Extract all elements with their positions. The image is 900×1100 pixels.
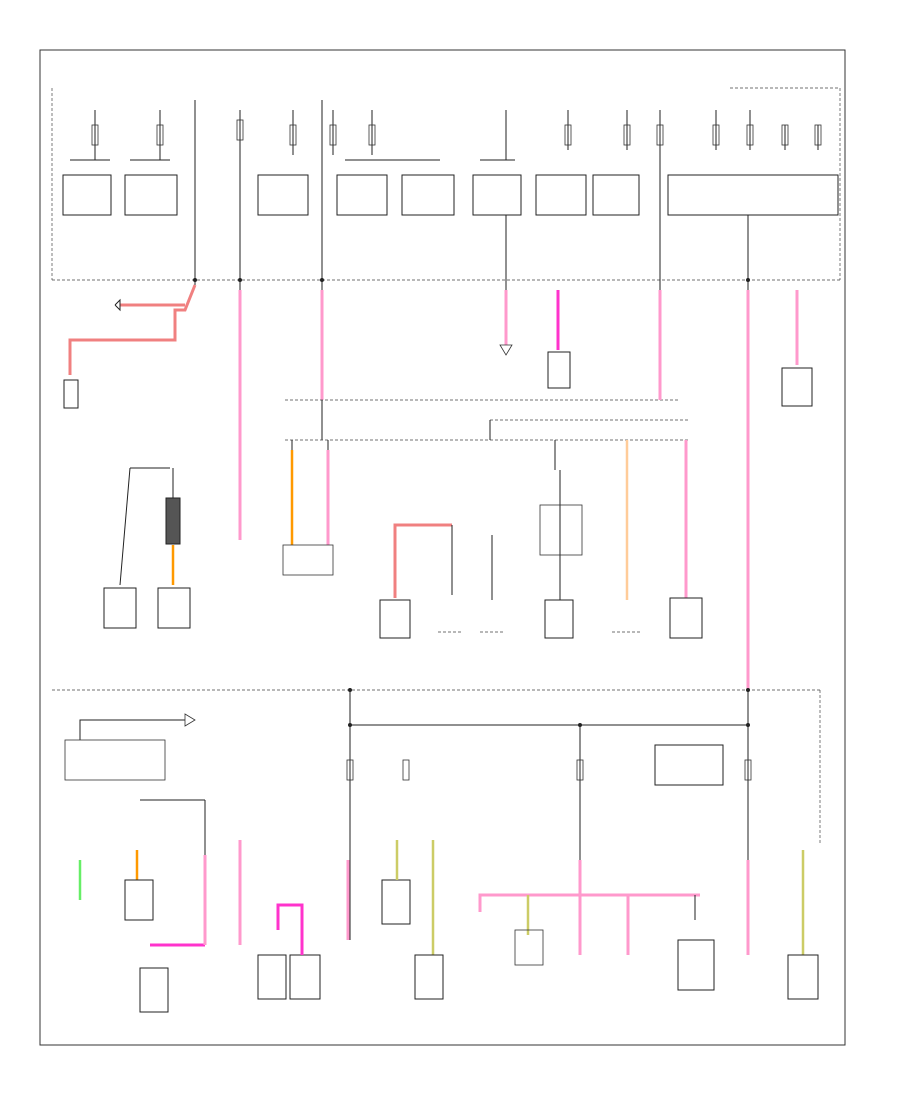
top-relays: [62, 174, 839, 216]
top-fuses: [70, 110, 822, 161]
ignition-switch: [282, 544, 334, 576]
diagram-border: [39, 49, 846, 1046]
ignition-distribution: [285, 290, 690, 545]
col-506: [499, 290, 813, 407]
main-buses: [193, 100, 750, 290]
battery-feed: [63, 284, 197, 409]
mid-modules: [379, 440, 703, 639]
starter-generator: [103, 467, 191, 629]
lower-left-relays: [64, 713, 819, 1013]
fuse-box-region: [51, 87, 841, 281]
lower-fuse-region: [52, 688, 821, 940]
